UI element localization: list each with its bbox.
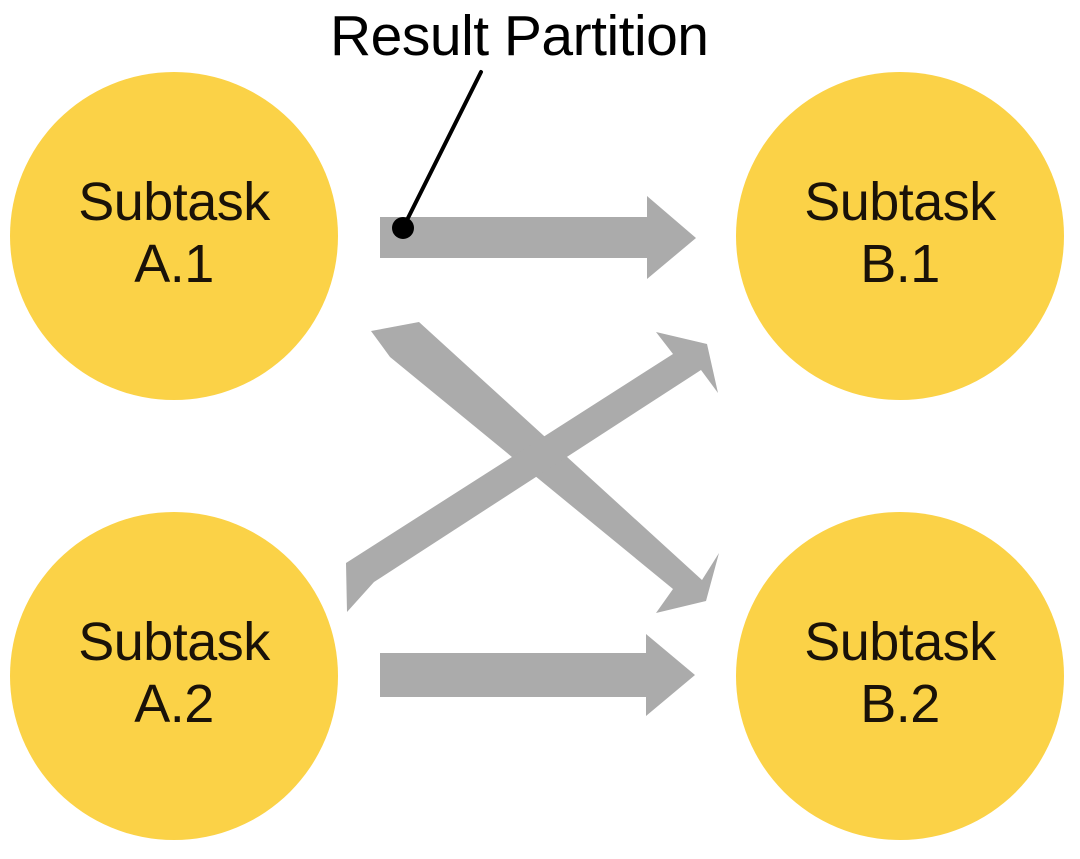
leader-line — [403, 70, 483, 226]
arrow-layer — [346, 196, 719, 716]
leader-dot-icon — [392, 217, 414, 239]
arrow-a2-to-b2[interactable] — [380, 634, 695, 716]
node-subtask-a1[interactable] — [10, 72, 338, 400]
annotation-title: Result Partition — [330, 4, 709, 68]
node-subtask-b2[interactable] — [736, 512, 1064, 840]
node-subtask-b1[interactable] — [736, 72, 1064, 400]
annotation-leader — [392, 70, 483, 239]
arrow-a2-to-b1[interactable] — [346, 332, 718, 612]
node-layer — [10, 72, 1064, 840]
node-subtask-a2[interactable] — [10, 512, 338, 840]
arrow-a1-to-b1[interactable] — [380, 196, 696, 279]
